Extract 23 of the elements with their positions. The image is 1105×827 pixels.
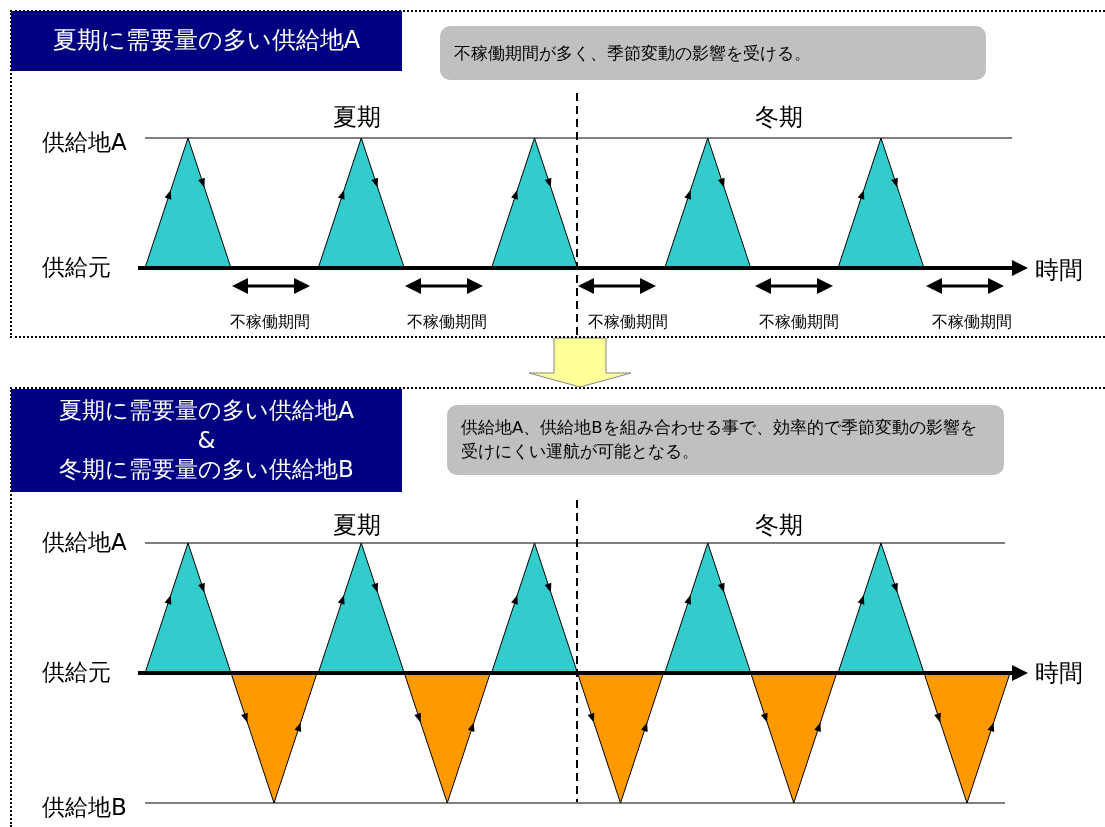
level-label: 供給元: [42, 660, 111, 686]
note-box: 供給地A、供給地Bを組み合わせる事で、効率的で季節変動の影響を受けにくい運航が可能となる。: [447, 405, 1004, 475]
season-label: 冬期: [755, 103, 803, 131]
level-label: 供給地A: [42, 530, 127, 556]
level-label: 供給元: [42, 255, 111, 281]
panel-frame: [10, 10, 1105, 338]
season-label: 夏期: [333, 511, 381, 539]
axis-label: 時間: [1035, 256, 1083, 284]
period-label: 不稼働期間: [230, 313, 310, 331]
period-label: 不稼働期間: [407, 313, 487, 331]
season-label: 夏期: [333, 103, 381, 131]
title-band: 夏期に需要量の多い供給地A: [11, 11, 402, 71]
note-box: 不稼働期間が多く、季節変動の影響を受ける。: [440, 26, 986, 80]
axis-label: 時間: [1035, 659, 1083, 687]
panel-frame: [10, 387, 1105, 827]
level-label: 供給地B: [42, 795, 127, 821]
period-label: 不稼働期間: [588, 313, 668, 331]
block-arrow: [528, 337, 632, 388]
title-band: 夏期に需要量の多い供給地A & 冬期に需要量の多い供給地B: [11, 389, 402, 492]
level-label: 供給地A: [42, 130, 127, 156]
period-label: 不稼働期間: [759, 313, 839, 331]
season-label: 冬期: [755, 511, 803, 539]
period-label: 不稼働期間: [932, 313, 1012, 331]
